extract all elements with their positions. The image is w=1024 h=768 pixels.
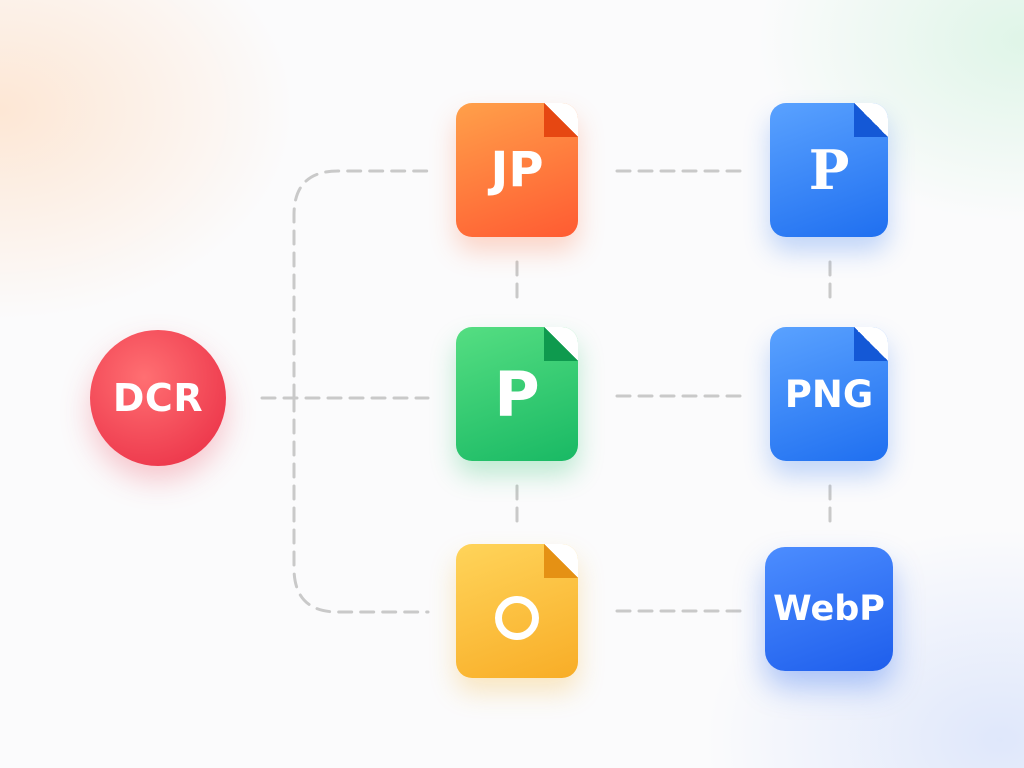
file-node-webp: WebP xyxy=(765,547,893,671)
connector-dcr-branch-down xyxy=(292,396,430,614)
file-label-png: PNG xyxy=(784,372,874,416)
folded-corner-icon xyxy=(544,103,578,137)
file-label-jp: JP xyxy=(490,142,544,198)
ring-icon xyxy=(495,596,539,640)
file-node-p: P xyxy=(456,327,578,461)
file-label-blue-p: P xyxy=(808,138,850,202)
connector-dcr-branch-up xyxy=(292,169,430,400)
file-label-webp: WebP xyxy=(773,589,885,629)
file-node-blue-p: P xyxy=(770,103,888,237)
folded-corner-icon xyxy=(544,544,578,578)
file-label-p: P xyxy=(494,357,540,431)
folded-corner-icon xyxy=(854,327,888,361)
file-node-png: PNG xyxy=(770,327,888,461)
source-label: DCR xyxy=(112,376,204,420)
folded-corner-icon xyxy=(544,327,578,361)
file-node-yellow xyxy=(456,544,578,678)
file-node-jp: JP xyxy=(456,103,578,237)
source-node-dcr: DCR xyxy=(90,330,226,466)
folded-corner-icon xyxy=(854,103,888,137)
